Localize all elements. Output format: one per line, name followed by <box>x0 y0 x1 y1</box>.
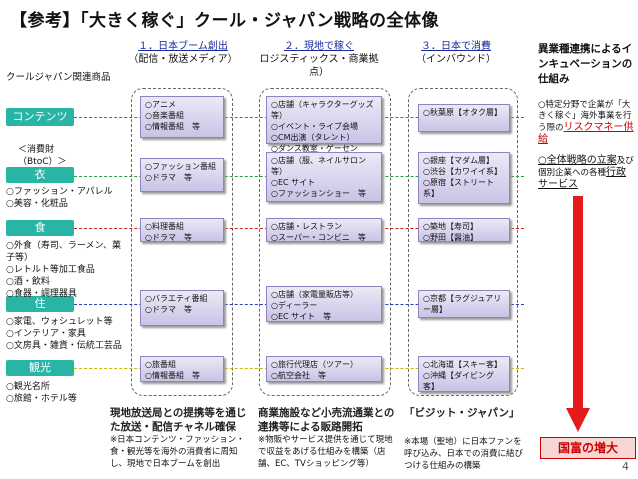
column-3-frame <box>408 88 518 396</box>
column-3-title: ３．日本で消費 <box>421 41 491 52</box>
column-2-subtitle: ロジスティックス・商業拠点） <box>259 54 379 78</box>
risk-money-plain: ○特定分野で企業が「大きく稼ぐ」海外事業を行う際の <box>538 100 632 133</box>
cell-tourism-inbound: ○北海道【スキー客】 ○沖縄【ダイビング客】 <box>418 356 510 392</box>
cell-housing-inbound: ○京都【ラグジュアリー層】 <box>418 290 510 318</box>
category-clothing: 衣 <box>6 167 74 183</box>
cell-content-inbound: ○秋葉原【オタク層】 <box>418 104 510 132</box>
clothing-item: ○ファッション・アパレル <box>6 187 113 197</box>
clothing-items: ○ファッション・アパレル ○美容・化粧品 <box>6 186 114 210</box>
housing-item: ○家電、ウォシュレット等 <box>6 317 113 327</box>
food-item: ○食器・調理器具 <box>6 289 77 299</box>
strategy-text: ○全体戦略の立案及び個別企業への各種行政サービス <box>538 155 634 191</box>
column-1-frame <box>131 88 233 396</box>
tourism-items: ○観光名所 ○旅館・ホテル等 <box>6 381 124 405</box>
column-2-title: ２．現地で稼ぐ <box>284 41 354 52</box>
cell-tourism-media: ○旅番組 ○情報番組 等 <box>140 356 224 382</box>
caption-2-note: ※物販やサービス提供を通じて現地で収益をあげる仕組みを構築（店舗、EC、TVショ… <box>258 435 393 469</box>
column-header-1: １．日本ブーム創出 （配信・放送メディア） <box>128 40 238 66</box>
cell-housing-logistics: ○店舗（家電量販店等） ○ディーラー ○EC サイト 等 <box>266 286 382 322</box>
category-content: コンテンツ <box>6 108 74 126</box>
category-housing: 住 <box>6 296 74 312</box>
strategy-plain: 及び個別企業への各種 <box>538 156 634 178</box>
bottom-caption-2: 商業施設など小売流通業との連携等による販路開拓 ※物販やサービス提供を通じて現地… <box>258 406 398 470</box>
column-header-3: ３．日本で消費 （インバウンド） <box>410 40 502 66</box>
bottom-caption-3: 「ビジット・ジャパン」 ※本場（聖地）に日本ファンを呼び込み、日本での消費に結び… <box>404 406 530 472</box>
tourism-item: ○観光名所 <box>6 382 50 392</box>
column-1-subtitle: （配信・放送メディア） <box>128 54 238 65</box>
risk-money-highlight: リスクマネー供給 <box>538 122 634 145</box>
food-item: ○レトルト等加工食品 <box>6 265 95 275</box>
left-header: クールジャパン関連商品 <box>6 72 111 83</box>
cell-tourism-logistics: ○旅行代理店（ツアー） ○航空会社 等 <box>266 356 382 382</box>
growth-arrow-icon <box>566 196 590 432</box>
risk-money-text: ○特定分野で企業が「大きく稼ぐ」海外事業を行う際のリスクマネー供給 <box>538 100 634 146</box>
bottom-caption-1: 現地放送局との提携等を通じた放送・配信チャネル確保 ※日本コンテンツ・ファッショ… <box>110 406 250 470</box>
cell-clothing-inbound: ○銀座【マダム層】 ○渋谷【カワイイ系】 ○原宿【ストリート系】 <box>418 152 510 204</box>
column-3-subtitle: （インバウンド） <box>416 54 496 65</box>
column-1-title: １．日本ブーム創出 <box>138 41 228 52</box>
housing-item: ○文房具・雑貨・伝統工芸品 <box>6 341 122 351</box>
caption-2-main: 商業施設など小売流通業との連携等による販路開拓 <box>258 407 395 433</box>
category-food: 食 <box>6 220 74 236</box>
page-title: 【参考】「大きく稼ぐ」クール・ジャパン戦略の全体像 <box>10 11 439 31</box>
cell-food-logistics: ○店舗・レストラン ○スーパー・コンビニ 等 <box>266 218 382 242</box>
incubation-heading: 異業種連携によるインキュベーションの仕組み <box>538 43 633 85</box>
tourism-item: ○旅館・ホテル等 <box>6 394 77 404</box>
column-2-frame <box>259 88 391 396</box>
cell-clothing-logistics: ○店舗（服、ネイルサロン等） ○EC サイト ○ファッションショー 等 <box>266 152 382 202</box>
consumer-goods-label: ＜消費財（BtoC）＞ <box>18 145 67 167</box>
column-header-2: ２．現地で稼ぐ ロジスティックス・商業拠点） <box>254 40 384 79</box>
food-items: ○外食（寿司、ラーメン、菓子等） ○レトルト等加工食品 ○酒・飲料 ○食器・調理… <box>6 240 124 300</box>
cell-housing-media: ○バラエティ番組 ○ドラマ 等 <box>140 290 224 326</box>
caption-3-note: ※本場（聖地）に日本ファンを呼び込み、日本での消費に結びつける仕組みの構築 <box>404 437 524 471</box>
housing-items: ○家電、ウォシュレット等 ○インテリア・家具 ○文房具・雑貨・伝統工芸品 <box>6 316 124 352</box>
cell-food-inbound: ○築地【寿司】 ○野田【醤油】 <box>418 218 510 242</box>
cell-content-logistics: ○店舗（キャラクターグッズ等） ○イベント・ライブ会場 ○CM出演（タレント） … <box>266 96 382 153</box>
page-number: 4 <box>622 460 629 473</box>
strategy-highlight-1: ○全体戦略の立案 <box>538 155 617 166</box>
food-item: ○外食（寿司、ラーメン、菓子等） <box>6 241 121 263</box>
housing-item: ○インテリア・家具 <box>6 329 86 339</box>
caption-1-main: 現地放送局との提携等を通じた放送・配信チャネル確保 <box>110 407 247 433</box>
food-item: ○酒・飲料 <box>6 277 50 287</box>
cell-content-media: ○アニメ ○音楽番組 ○情報番組 等 <box>140 96 224 138</box>
category-tourism: 観光 <box>6 360 74 376</box>
cell-food-media: ○料理番組 ○ドラマ 等 <box>140 218 224 242</box>
caption-1-note: ※日本コンテンツ・ファッション・食・観光等を海外の消費者に周知し、現地で日本ブー… <box>110 435 245 469</box>
national-wealth-box: 国富の増大 <box>540 437 636 459</box>
clothing-item: ○美容・化粧品 <box>6 199 68 209</box>
strategy-highlight-2: 行政サービス <box>538 167 627 190</box>
caption-3-main: 「ビジット・ジャパン」 <box>404 407 520 419</box>
cell-clothing-media: ○ファッション番組 ○ドラマ 等 <box>140 158 224 192</box>
